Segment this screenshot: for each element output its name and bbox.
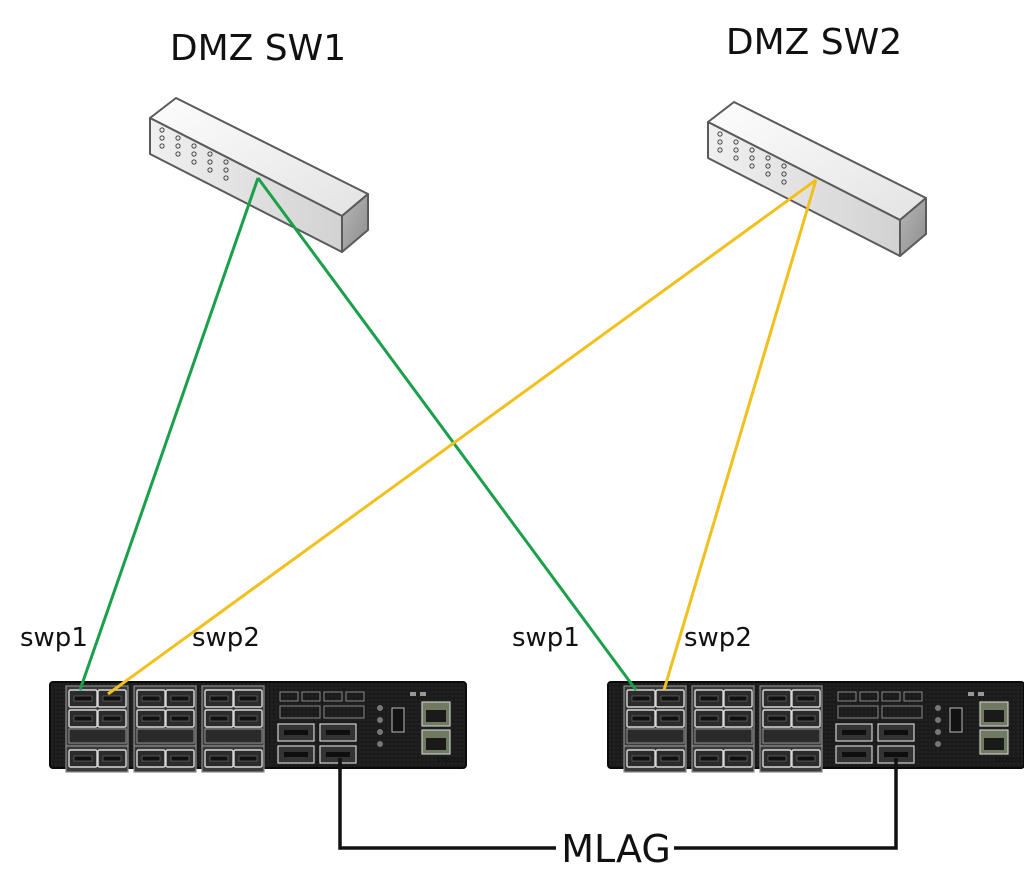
model-label-right: SN2010 [994,756,1022,764]
port-label-left-swp1: swp1 [20,623,88,653]
port-label-right-swp1: swp1 [512,623,580,653]
leaf-switch-right [608,682,1024,772]
mlag-label-backdrop [556,826,674,870]
link-sw1-left-swp1 [78,177,260,691]
link-sw1-right-swp1 [256,177,638,691]
leaf-switch-left [50,682,466,772]
model-label-left: SN2010 [436,756,464,764]
dmz-sw1-device [149,97,369,253]
port-label-left-swp2: swp2 [192,623,260,653]
link-sw2-right-swp2 [662,179,818,691]
mlag-label: MLAG [561,827,671,871]
dmz-sw1-label: DMZ SW1 [170,28,346,69]
link-sw2-left-swp2 [107,178,817,696]
port-label-right-swp2: swp2 [684,623,752,653]
dmz-sw2-label: DMZ SW2 [726,22,902,63]
